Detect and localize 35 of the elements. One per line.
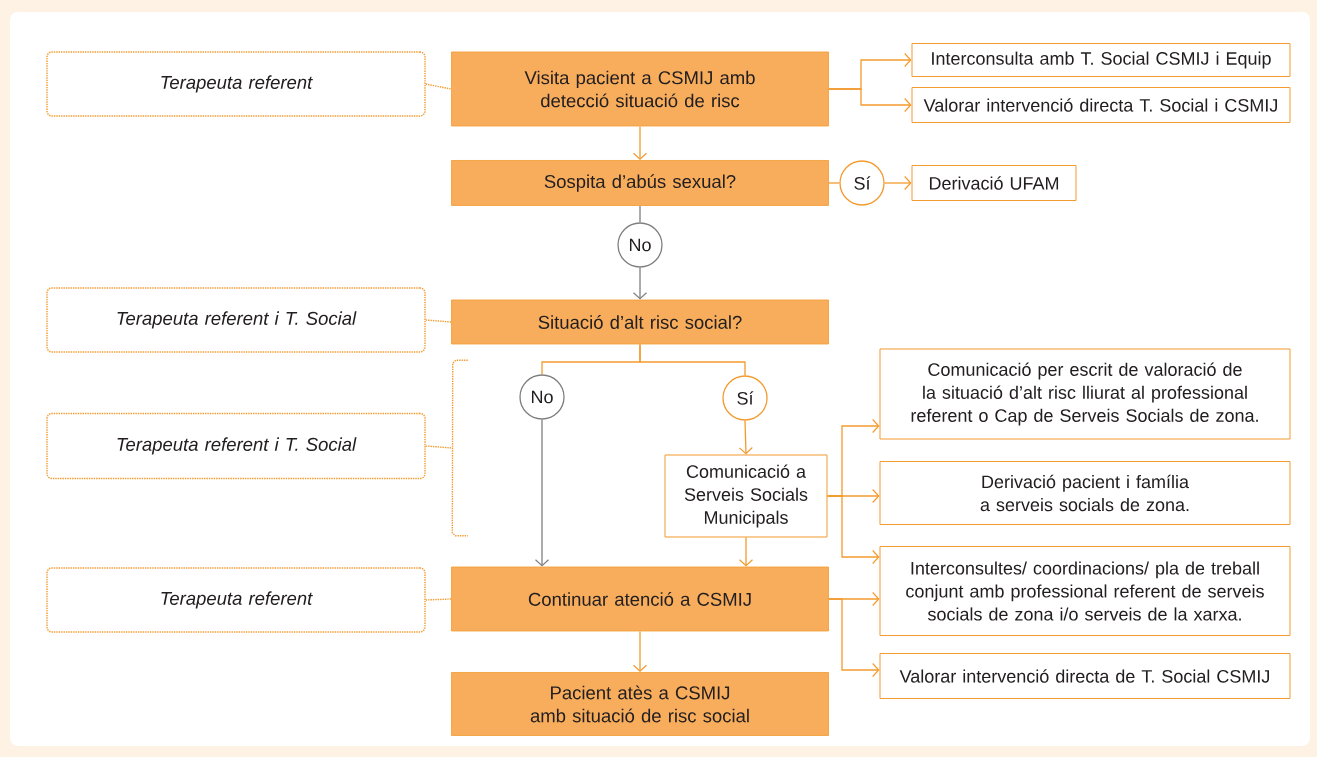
process-box: Continuar atenció a CSMIJ	[451, 566, 829, 632]
role-box: Terapeuta referent	[46, 567, 426, 633]
arrow	[828, 598, 880, 678]
bracket	[451, 359, 469, 537]
action-box: Interconsultes/ coordinacions/ pla de treball conjunt amb professional referent de serveis socials de zona i/o serveis de la xarxa.	[879, 546, 1291, 636]
process-box: Sospita d’abús sexual?	[451, 160, 829, 206]
connector-line	[639, 205, 641, 223]
leader-line	[425, 319, 452, 323]
process-box: Situació d’alt risc social?	[451, 299, 829, 345]
leader-line	[425, 83, 452, 90]
arrow	[534, 419, 550, 567]
role-box: Terapeuta referent i T. Social	[46, 412, 426, 480]
connector-line	[828, 182, 840, 184]
process-box: Pacient atès a CSMIJ amb situació de risc social	[451, 672, 829, 736]
arrow	[828, 88, 912, 113]
action-box: Comunicació a Serveis Socials Municipals	[664, 454, 828, 538]
action-box: Valorar intervenció directa de T. Social CSMIJ	[879, 653, 1291, 699]
arrow	[632, 630, 648, 673]
arrow	[738, 536, 754, 567]
process-box: Visita pacient a CSMIJ amb detecció situació de risc	[451, 51, 829, 127]
arrow	[884, 175, 912, 191]
role-box: Terapeuta referent i T. Social	[46, 287, 426, 353]
leader-line	[425, 598, 452, 601]
action-box: Interconsulta amb T. Social CSMIJ i Equip	[911, 43, 1291, 77]
arrow	[738, 420, 753, 455]
action-box: Comunicació per escrit de valoració de la situació d’alt risc lliurat al professional referent o Cap de Serveis Socials de zona.	[879, 348, 1291, 440]
action-box: Derivació pacient i família a serveis socials de zona.	[879, 461, 1291, 525]
action-box: Valorar intervenció directa T. Social i CSMIJ	[911, 87, 1291, 123]
arrow	[826, 495, 880, 565]
connector-line	[639, 343, 746, 376]
role-box: Terapeuta referent	[46, 51, 426, 117]
leader-line	[425, 445, 453, 449]
action-box: Derivació UFAM	[911, 165, 1077, 201]
arrow	[632, 125, 648, 161]
arrow	[632, 267, 648, 300]
